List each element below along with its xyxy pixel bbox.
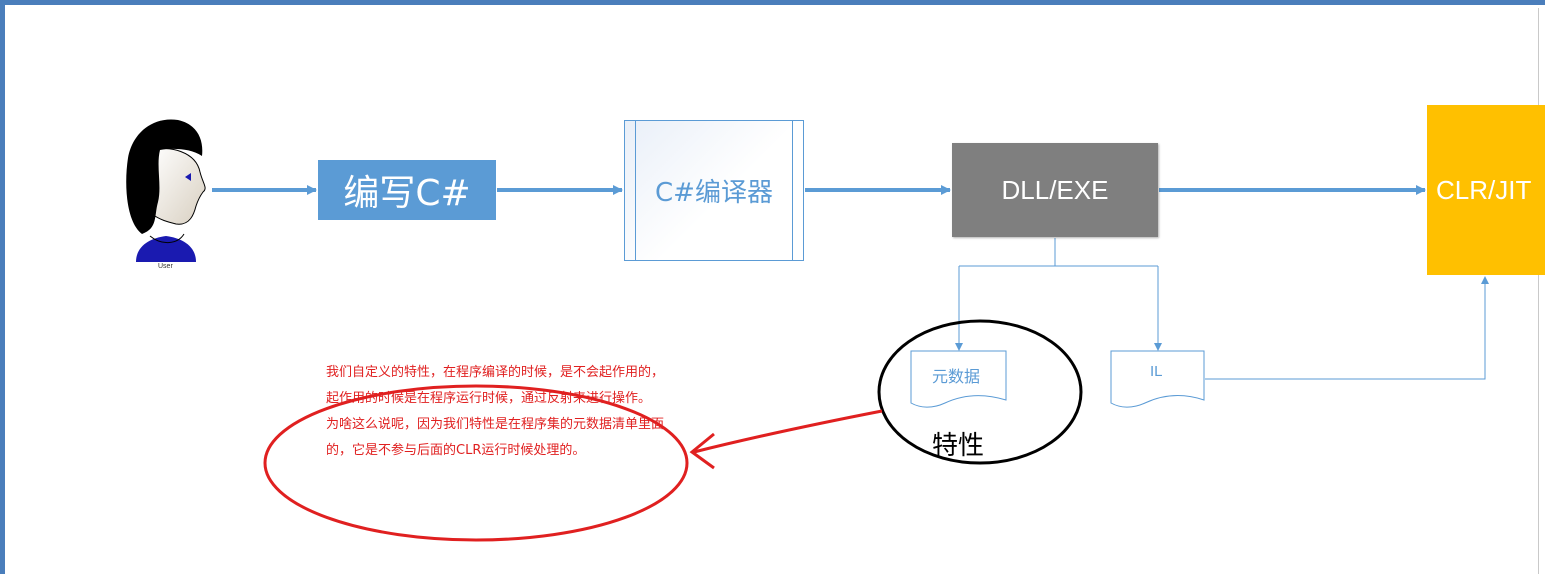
red-arrowhead-icon	[689, 432, 715, 470]
branch-connector	[955, 238, 1162, 351]
metadata-document-shape	[910, 350, 1007, 408]
compiler-label: C#编译器	[655, 178, 773, 208]
runtime-label: CLR/JIT	[1436, 174, 1532, 205]
user-avatar-icon	[126, 119, 206, 262]
window-left-border	[0, 0, 5, 574]
compiler-left-bar	[635, 121, 636, 260]
annotation-note: 我们自定义的特性，在程序编译的时候，是不会起作用的，起作用的时候是在程序运行时候…	[326, 360, 666, 464]
note-paragraph-2: 为啥这么说呢，因为我们特性是在程序集的元数据清单里面的，它是不参与后面的CLR运…	[326, 417, 665, 458]
compiler-node: C#编译器	[624, 120, 804, 261]
write-csharp-node: 编写C#	[318, 160, 496, 220]
user-label: User	[158, 263, 173, 270]
note-paragraph-1: 我们自定义的特性，在程序编译的时候，是不会起作用的，起作用的时候是在程序运行时候…	[326, 365, 665, 406]
window-top-border	[0, 0, 1545, 5]
note-highlight-ellipse	[263, 384, 689, 542]
feature-label: 特性	[932, 431, 985, 461]
runtime-node: CLR/JIT	[1427, 105, 1545, 275]
write-csharp-label: 编写C#	[343, 173, 471, 214]
output-node: DLL/EXE	[952, 143, 1158, 237]
compiler-right-bar	[792, 121, 793, 260]
feature-highlight-circle	[877, 319, 1083, 465]
metadata-label: 元数据	[932, 367, 981, 386]
arrow-il-to-runtime	[1205, 276, 1489, 380]
il-label: IL	[1150, 363, 1163, 380]
output-label: DLL/EXE	[1001, 174, 1109, 205]
window-right-border	[1538, 8, 1539, 574]
il-document-shape	[1110, 350, 1205, 408]
red-annotation-arrow	[693, 409, 883, 454]
